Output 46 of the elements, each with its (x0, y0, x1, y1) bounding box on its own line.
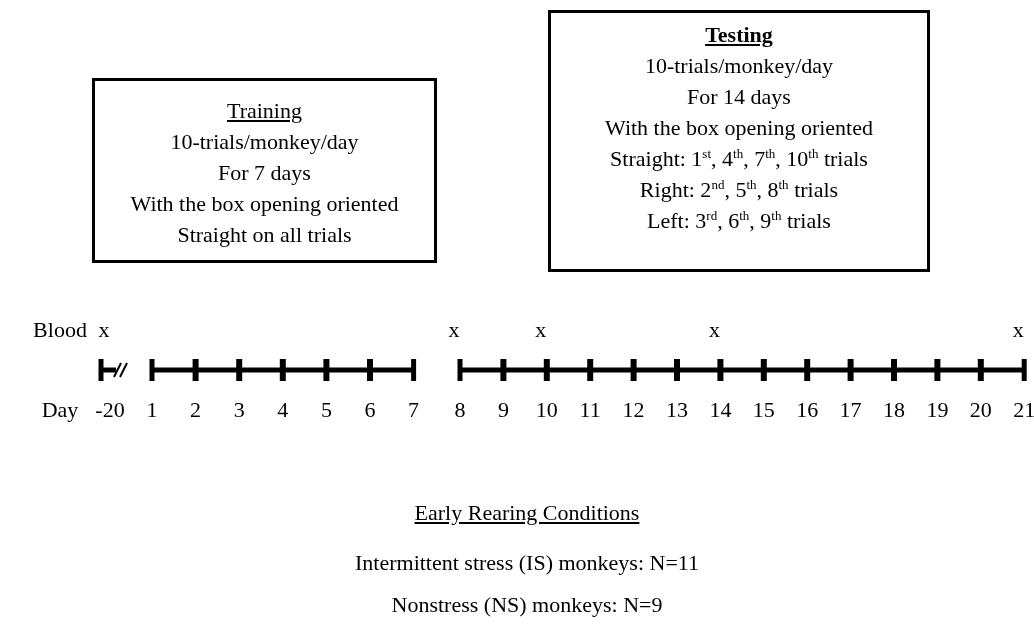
day-number: 15 (752, 397, 775, 423)
box-text: Right: 2$^{nd}$, 5$^{th}$, 8$^{th}$ trials (639, 177, 839, 202)
box-text: With the box opening oriented (130, 191, 399, 216)
day-number: 14 (709, 397, 732, 423)
group-count: Intermittent stress (IS) monkeys: N=11 (355, 550, 699, 576)
day-number: 12 (622, 397, 645, 423)
day-number: 6 (364, 397, 376, 423)
row-label: Blood (33, 317, 87, 343)
day-number: 5 (320, 397, 332, 423)
box-heading: Training (227, 98, 302, 123)
day-number: 9 (497, 397, 509, 423)
box-text: For 14 days (687, 84, 791, 109)
day-number: 17 (839, 397, 862, 423)
box-text: For 7 days (218, 160, 311, 185)
day-number: 19 (926, 397, 949, 423)
sample-mark: x (535, 317, 547, 343)
day-number: 11 (579, 397, 601, 423)
box-text: With the box opening oriented (605, 115, 873, 140)
box-text: 10-trials/monkey/day (170, 129, 359, 154)
group-count: Nonstress (NS) monkeys: N=9 (391, 592, 663, 618)
day-number: 16 (796, 397, 819, 423)
section-heading: Early Rearing Conditions (414, 500, 640, 526)
box-heading: Testing (705, 22, 773, 47)
box-text: Left: 3$^{rd}$, 6$^{th}$, 9$^{th}$ trials (647, 208, 831, 233)
box-text: Straight: 1$^{st}$, 4$^{th}$, 7$^{th}$, 10$^{th}$ trials (610, 146, 868, 171)
day-number: 7 (408, 397, 420, 423)
day-number: 4 (277, 397, 289, 423)
sample-mark: x (708, 317, 720, 343)
box-text: Straight on all trials (177, 222, 352, 247)
day-number: 20 (969, 397, 992, 423)
day-number: 21 (1013, 397, 1034, 423)
sample-mark: x (98, 317, 110, 343)
sample-mark: x (1012, 317, 1024, 343)
day-number: 8 (454, 397, 466, 423)
sample-mark: x (448, 317, 460, 343)
day-number: 18 (883, 397, 905, 423)
box-text: 10-trials/monkey/day (644, 53, 834, 78)
day-number: 1 (146, 397, 158, 423)
day-number: -20 (95, 397, 125, 423)
row-label: Day (41, 397, 79, 423)
training-box (92, 78, 437, 263)
day-number: 3 (233, 397, 245, 423)
testing-box (548, 10, 930, 272)
day-number: 13 (666, 397, 688, 423)
day-number: 10 (535, 397, 558, 423)
day-number: 2 (190, 397, 202, 423)
